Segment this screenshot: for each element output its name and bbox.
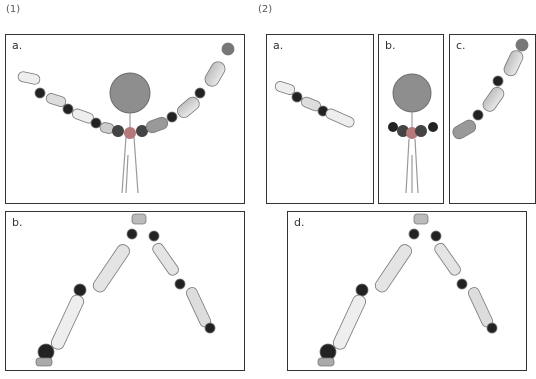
panel-2c-figure <box>450 35 536 204</box>
panel-2d-figure <box>288 212 527 371</box>
group-1-label: (1) <box>6 4 20 15</box>
panel-2d-label: d. <box>294 216 304 229</box>
panel-2a: a. <box>266 34 374 204</box>
panel-1a: a. <box>5 34 245 204</box>
panel-2b: b. <box>378 34 444 204</box>
panel-2a-label: a. <box>273 39 283 52</box>
panel-1b-label: b. <box>12 216 22 229</box>
panel-1b-figure <box>6 212 245 371</box>
panel-2a-figure <box>267 35 374 204</box>
panel-1a-label: a. <box>12 39 22 52</box>
group-2-label: (2) <box>258 4 272 15</box>
panel-1a-figure <box>6 35 245 204</box>
panel-2d: d. <box>287 211 527 371</box>
panel-2c-label: c. <box>456 39 466 52</box>
panel-1b: b. <box>5 211 245 371</box>
panel-2c: c. <box>449 34 536 204</box>
panel-2b-label: b. <box>385 39 395 52</box>
panel-2b-figure <box>379 35 444 204</box>
